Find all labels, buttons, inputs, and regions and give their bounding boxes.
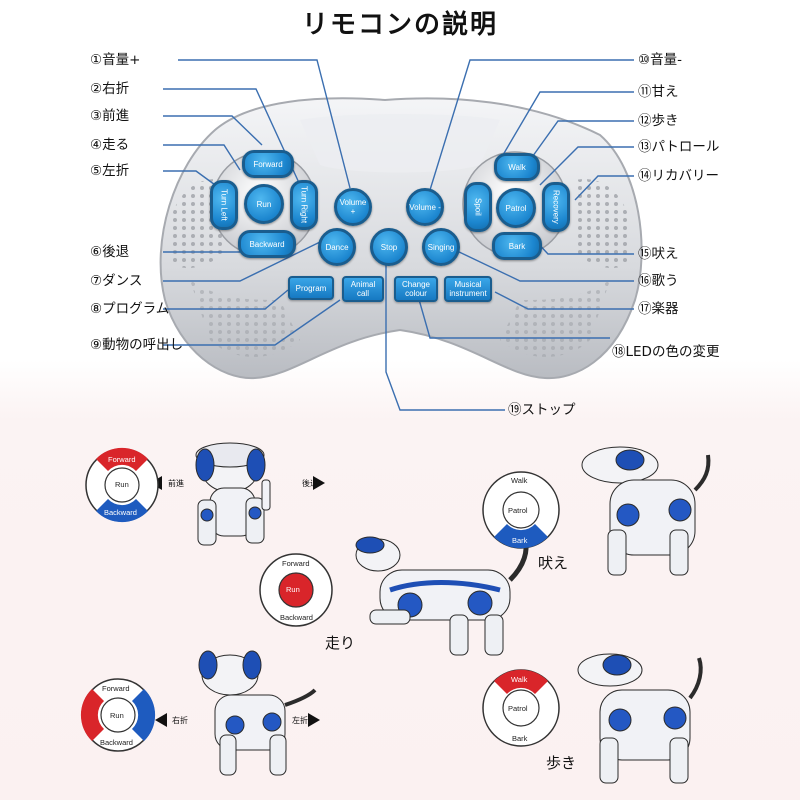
right-label-14: ⑭リカバリー <box>638 168 719 184</box>
change-colour-button[interactable]: Change colour <box>394 276 438 302</box>
mini-forward-text-3: Forward <box>102 684 130 693</box>
mini-dpad-bark <box>482 471 560 549</box>
spoil-button[interactable]: Spoil <box>464 182 492 232</box>
mini-backward-text-2: Backward <box>280 613 313 622</box>
right-label-11: ⑪甘え <box>638 84 679 100</box>
run-caption: 走り <box>325 634 356 652</box>
dance-button[interactable]: Dance <box>318 228 356 266</box>
mini-run-text: Run <box>115 480 129 489</box>
left-label-1: ①音量+ <box>90 52 141 68</box>
mini-dpad-run <box>259 553 333 627</box>
forward-button[interactable]: Forward <box>242 150 294 178</box>
right-label-15: ⑮吠え <box>638 246 679 262</box>
backward-button[interactable]: Backward <box>238 230 296 258</box>
animal-call-button[interactable]: Animal call <box>342 276 384 302</box>
left-label-3: ③前進 <box>90 108 130 124</box>
right-label-13: ⑬パトロール <box>638 139 720 155</box>
recovery-button[interactable]: Recovery <box>542 182 570 232</box>
right-label-18: ⑱LEDの色の変更 <box>612 344 720 360</box>
mini-backward-text: Backward <box>104 508 137 517</box>
right-label-12: ⑫歩き <box>638 113 679 129</box>
right-label-17: ⑰楽器 <box>638 301 679 317</box>
mini-walk-text-2: Walk <box>511 675 528 684</box>
left-label-2: ②右折 <box>90 81 130 97</box>
volume-minus-button[interactable]: Volume - <box>406 188 444 226</box>
left-label-6: ⑥後退 <box>90 244 130 260</box>
singing-button[interactable]: Singing <box>422 228 460 266</box>
bark-button[interactable]: Bark <box>492 232 542 260</box>
left-label-8: ⑧プログラム <box>90 301 170 317</box>
page-title: リモコンの説明 <box>301 10 498 40</box>
left-label-7: ⑦ダンス <box>90 273 143 289</box>
mini-run-text-2: Run <box>286 585 300 594</box>
mini-forward-text-2: Forward <box>282 559 310 568</box>
walk-button[interactable]: Walk <box>494 153 540 181</box>
left-label-4: ④走る <box>90 137 130 153</box>
mini-run-text-3: Run <box>110 711 124 720</box>
left-arrow-label: 左折 <box>292 716 308 725</box>
mini-bark-text-2: Bark <box>512 734 528 743</box>
turn-left-button[interactable]: Turn Left <box>210 180 238 230</box>
left-label-5: ⑤左折 <box>90 163 130 179</box>
mini-backward-text-3: Backward <box>100 738 133 747</box>
right-label-16: ⑯歌う <box>638 273 679 289</box>
mini-bark-text: Bark <box>512 536 528 545</box>
right-arrow-label: 右折 <box>172 716 188 725</box>
musical-instrument-button[interactable]: Musical instrument <box>444 276 492 302</box>
mini-patrol-text-2: Patrol <box>508 704 528 713</box>
program-button[interactable]: Program <box>288 276 334 300</box>
backward-arrow-label: 後退 <box>302 479 318 488</box>
right-label-10: ⑩音量- <box>638 52 682 68</box>
stop-button[interactable]: Stop <box>370 228 408 266</box>
mini-forward-text: Forward <box>108 455 136 464</box>
turn-right-button[interactable]: Turn Right <box>290 180 318 230</box>
patrol-button[interactable]: Patrol <box>496 188 536 228</box>
mini-walk-text: Walk <box>511 476 528 485</box>
mini-dpad-turn <box>80 678 156 752</box>
robot-dog-figures <box>195 442 711 784</box>
walk-caption: 歩き <box>546 754 577 772</box>
run-button[interactable]: Run <box>244 184 284 224</box>
bark-caption: 吠え <box>538 554 569 572</box>
label-stop: ⑲ストップ <box>508 402 576 418</box>
left-label-9: ⑨動物の呼出し <box>90 337 184 353</box>
volume-plus-button[interactable]: Volume + <box>334 188 372 226</box>
mini-patrol-text: Patrol <box>508 506 528 515</box>
mini-dpad-move <box>85 447 159 523</box>
mini-dpad-walk <box>482 669 560 747</box>
forward-arrow-label: 前進 <box>168 479 184 488</box>
